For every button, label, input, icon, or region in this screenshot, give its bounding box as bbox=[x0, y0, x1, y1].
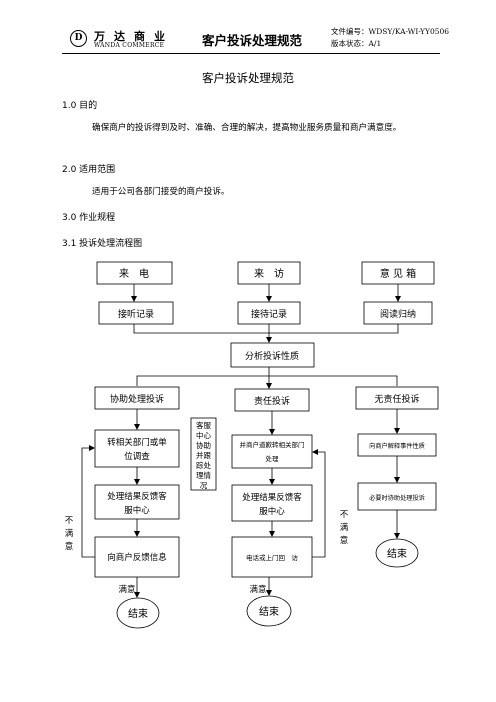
label-assist: 协助处理投诉 bbox=[110, 393, 164, 405]
box-source-phone bbox=[96, 261, 173, 285]
end-left bbox=[116, 597, 160, 629]
company-logo: D 万达商业 WANDA COMMERCE bbox=[70, 27, 185, 51]
label-record-visit: 接待记录 bbox=[251, 308, 287, 320]
logo-english-name: WANDA COMMERCE bbox=[94, 42, 165, 49]
label-end-right: 结束 bbox=[387, 547, 407, 560]
section-scope-body: 适用于公司各部门接受的商户投诉。 bbox=[92, 187, 230, 197]
label-phone-visit: 电话或上门回 访 bbox=[246, 553, 299, 562]
section-scope-heading: 2.0 适用范围 bbox=[62, 165, 116, 175]
logo-emblem: D bbox=[70, 30, 87, 47]
label-source-phone: 来 电 bbox=[119, 267, 149, 280]
label-unsatisfied-mid-2: 满 bbox=[340, 522, 349, 533]
header-divider bbox=[62, 53, 440, 54]
svg-text:踪处: 踪处 bbox=[196, 460, 211, 470]
label-apologize-1: 并商户道歉转相关部门 bbox=[240, 440, 305, 449]
label-unsatisfied-left-1: 不 bbox=[65, 516, 74, 526]
label-service-center: 客服 中心 协助 并跟 踪处 理情 况 bbox=[196, 420, 211, 490]
box-analyze bbox=[230, 342, 315, 368]
label-satisfied-mid: 满意 bbox=[249, 584, 266, 595]
box-record-phone bbox=[98, 301, 174, 325]
label-responsible: 责任投诉 bbox=[254, 395, 290, 407]
label-apologize-2: 处理 bbox=[266, 454, 280, 463]
svg-text:协助: 协助 bbox=[196, 440, 211, 450]
svg-text:并跟: 并跟 bbox=[196, 450, 211, 460]
label-explain: 向商户解释事件性质 bbox=[369, 442, 425, 450]
label-analyze: 分析投诉性质 bbox=[245, 350, 299, 362]
box-apologize bbox=[231, 434, 313, 469]
label-end-mid: 结束 bbox=[259, 605, 279, 618]
label-feedback-mid-1: 处理结果反馈客 bbox=[242, 492, 302, 503]
section-flowchart-heading: 3.1 投诉处理流程图 bbox=[62, 239, 143, 249]
label-feedback-left-2: 服中心 bbox=[124, 505, 150, 516]
label-reply-tenant: 向商户反馈信息 bbox=[107, 552, 167, 563]
label-satisfied-left: 满意 bbox=[118, 584, 135, 595]
logo-chinese-name: 万达商业 bbox=[94, 30, 174, 43]
svg-text:理情: 理情 bbox=[196, 470, 211, 480]
section-procedure-heading: 3.0 作业规程 bbox=[62, 213, 116, 223]
svg-text:中心: 中心 bbox=[196, 430, 211, 440]
svg-text:客服: 客服 bbox=[196, 420, 211, 430]
label-no-responsible: 无责任投诉 bbox=[374, 393, 419, 405]
end-right bbox=[375, 538, 419, 568]
label-unsatisfied-left-3: 意 bbox=[65, 541, 74, 552]
header-title: 客户投诉处理规范 bbox=[202, 33, 303, 48]
label-unsatisfied-left-2: 满 bbox=[65, 528, 74, 539]
box-service-center bbox=[190, 417, 217, 491]
label-unsatisfied-mid-1: 不 bbox=[340, 510, 349, 520]
label-source-box: 意 见 箱 bbox=[380, 267, 416, 280]
section-purpose-body: 确保商户的投诉得到及时、准确、合理的解决，提高物业服务质量和商户满意度。 bbox=[92, 123, 402, 133]
document-number: 文件编号：WDSY/KA-WI-YY0506 bbox=[331, 27, 450, 36]
label-unsatisfied-mid-3: 意 bbox=[340, 535, 349, 546]
label-record-box: 阅读归纳 bbox=[380, 308, 416, 320]
label-feedback-left-1: 处理结果反馈客 bbox=[107, 491, 167, 502]
label-record-phone: 接听记录 bbox=[118, 308, 154, 320]
version-status: 版本状态：A/1 bbox=[331, 39, 382, 48]
label-assist-if-needed: 必要时协助处理投诉 bbox=[369, 494, 425, 502]
label-transfer-1: 转相关部门或单 bbox=[107, 437, 167, 448]
section-purpose-heading: 1.0 目的 bbox=[62, 101, 98, 111]
label-source-visit: 来 访 bbox=[254, 268, 284, 280]
label-end-left: 结束 bbox=[128, 607, 148, 620]
label-feedback-mid-2: 服中心 bbox=[259, 506, 285, 517]
label-transfer-2: 位调查 bbox=[124, 451, 150, 462]
svg-text:况: 况 bbox=[200, 481, 208, 490]
end-mid bbox=[246, 595, 292, 627]
document-title: 客户投诉处理规范 bbox=[202, 71, 294, 85]
